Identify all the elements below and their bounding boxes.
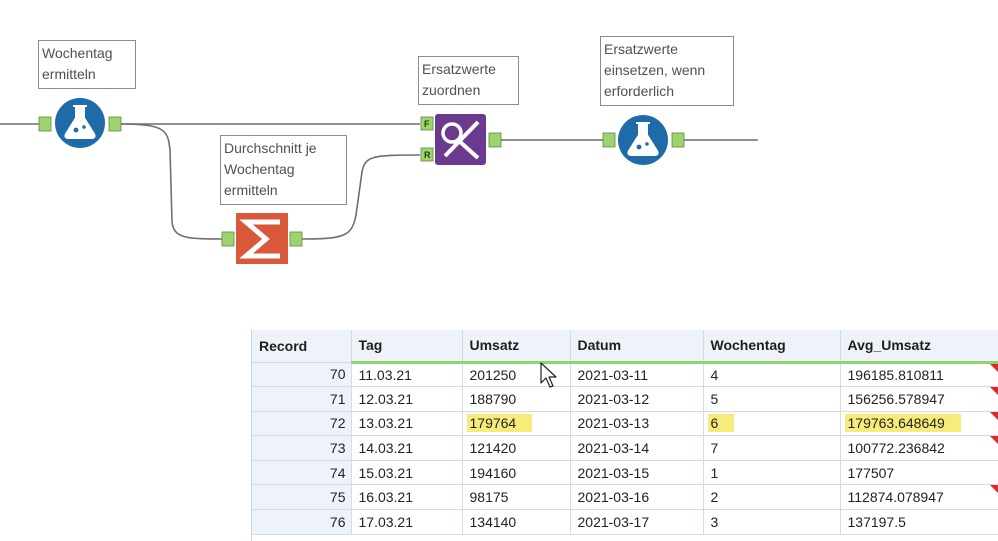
tag-cell: 11.03.21 <box>351 362 463 388</box>
connectors <box>0 123 758 240</box>
umsatz-cell: 134140 <box>462 509 571 535</box>
tag-cell: 13.03.21 <box>351 411 463 437</box>
column-header-record[interactable]: Record <box>252 330 352 363</box>
table-row[interactable]: 70 11.03.21 201250 2021-03-11 4 196185.8… <box>252 362 998 388</box>
wochentag-cell: 1 <box>703 460 841 486</box>
output-anchor[interactable] <box>108 116 122 132</box>
record-cell: 76 <box>252 509 352 535</box>
datum-cell: 2021-03-11 <box>570 362 704 388</box>
connector-formula-to-summarize <box>119 123 223 240</box>
column-header-tag[interactable]: Tag <box>351 330 463 364</box>
avg-umsatz-value: 196185.810811 <box>847 366 944 383</box>
table-row[interactable]: 74 15.03.21 194160 2021-03-15 1 177507 <box>252 460 998 486</box>
annotation-summarize: Durchschnitt je Wochentag ermitteln <box>220 135 347 205</box>
avg-umsatz-cell: 177507 <box>840 460 998 486</box>
results-grid[interactable]: Record Tag Umsatz Datum Wochentag Avg_Um… <box>251 330 998 541</box>
avg-umsatz-value: 156256.578947 <box>847 390 945 407</box>
highlighted-value: 179764 <box>466 414 533 433</box>
wochentag-cell: 3 <box>703 509 841 535</box>
avg-umsatz-value: 112874.078947 <box>847 489 944 506</box>
annotation-formula-2: Ersatzwerte einsetzen, wenn erforderlich <box>600 36 734 106</box>
avg-umsatz-cell: 156256.578947 <box>840 386 998 412</box>
results-table: Record Tag Umsatz Datum Wochentag Avg_Um… <box>252 330 998 535</box>
tag-cell: 17.03.21 <box>351 509 463 535</box>
output-anchor[interactable] <box>671 132 685 148</box>
formula-tool-1[interactable] <box>38 98 122 148</box>
avg-umsatz-cell: 196185.810811 <box>840 362 998 388</box>
truncation-flag-icon <box>989 485 998 494</box>
column-header-datum[interactable]: Datum <box>570 330 704 364</box>
record-cell: 73 <box>252 435 352 461</box>
datum-cell: 2021-03-13 <box>570 411 704 437</box>
join-tool[interactable]: F R <box>420 114 502 165</box>
table-row[interactable]: 72 13.03.21 179764 2021-03-13 6 179763.6… <box>252 411 998 437</box>
wochentag-cell: 2 <box>703 484 841 511</box>
table-row[interactable]: 75 16.03.21 98175 2021-03-16 2 112874.07… <box>252 484 998 511</box>
datum-cell: 2021-03-16 <box>570 484 704 511</box>
input-anchor[interactable] <box>221 231 235 247</box>
highlighted-value: 179763.648649 <box>844 414 961 433</box>
record-cell: 70 <box>252 362 352 388</box>
umsatz-cell: 98175 <box>462 484 571 511</box>
output-anchor[interactable] <box>289 231 303 247</box>
truncation-flag-icon <box>989 436 998 445</box>
avg-umsatz-value: 100772.236842 <box>847 440 945 457</box>
record-cell: 74 <box>252 460 352 486</box>
output-anchor[interactable] <box>488 132 502 148</box>
wochentag-cell: 5 <box>703 386 841 412</box>
formula-tool-2[interactable] <box>602 115 685 165</box>
record-cell: 75 <box>252 484 352 511</box>
datum-cell: 2021-03-12 <box>570 386 704 412</box>
column-header-umsatz[interactable]: Umsatz <box>462 330 571 364</box>
tag-cell: 16.03.21 <box>351 484 463 511</box>
record-cell: 71 <box>252 386 352 412</box>
avg-umsatz-cell: 112874.078947 <box>840 484 998 511</box>
avg-umsatz-cell: 100772.236842 <box>840 435 998 461</box>
f-anchor-label: F <box>424 119 430 129</box>
input-anchor[interactable] <box>38 116 52 132</box>
avg-umsatz-cell: 179763.648649 <box>840 411 998 437</box>
truncation-flag-icon <box>989 387 998 396</box>
header-row: Record Tag Umsatz Datum Wochentag Avg_Um… <box>252 330 998 364</box>
truncation-flag-icon <box>989 411 998 420</box>
r-anchor-label: R <box>424 150 431 160</box>
avg-umsatz-cell: 137197.5 <box>840 509 998 535</box>
tag-cell: 15.03.21 <box>351 460 463 486</box>
input-anchor[interactable] <box>602 132 616 148</box>
tag-cell: 14.03.21 <box>351 435 463 461</box>
datum-cell: 2021-03-14 <box>570 435 704 461</box>
datum-cell: 2021-03-17 <box>570 509 704 535</box>
annotation-formula-1: Wochentag ermitteln <box>38 40 136 89</box>
umsatz-cell: 179764 <box>462 411 571 437</box>
tag-cell: 12.03.21 <box>351 386 463 412</box>
annotation-join: Ersatzwerte zuordnen <box>418 56 519 105</box>
highlighted-value: 6 <box>707 414 735 433</box>
table-row[interactable]: 76 17.03.21 134140 2021-03-17 3 137197.5 <box>252 509 998 535</box>
column-header-wochentag[interactable]: Wochentag <box>703 330 841 364</box>
wochentag-cell: 6 <box>703 411 841 437</box>
connector-summarize-to-join-r <box>301 154 421 240</box>
truncation-flag-icon <box>989 363 998 372</box>
summarize-tool[interactable] <box>221 213 303 264</box>
column-header-avg-umsatz[interactable]: Avg_Umsatz <box>840 330 998 364</box>
wochentag-cell: 7 <box>703 435 841 461</box>
r-anchor[interactable] <box>420 147 434 162</box>
table-row[interactable]: 73 14.03.21 121420 2021-03-14 7 100772.2… <box>252 435 998 461</box>
wochentag-cell: 4 <box>703 362 841 388</box>
datum-cell: 2021-03-15 <box>570 460 704 486</box>
umsatz-cell: 188790 <box>462 386 571 412</box>
record-cell: 72 <box>252 411 352 437</box>
table-row[interactable]: 71 12.03.21 188790 2021-03-12 5 156256.5… <box>252 386 998 412</box>
mouse-cursor-icon <box>540 362 557 388</box>
umsatz-cell: 121420 <box>462 435 571 461</box>
f-anchor[interactable] <box>420 116 434 131</box>
umsatz-cell: 194160 <box>462 460 571 486</box>
